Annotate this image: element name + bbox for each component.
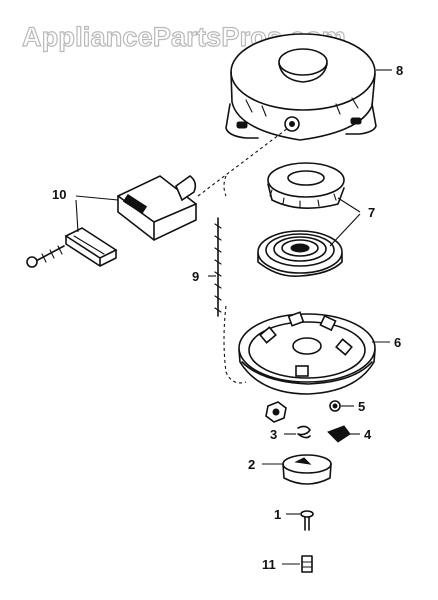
- callout-10: 10: [52, 187, 66, 202]
- starter-rope-part: [214, 217, 222, 317]
- retainer-cup-part: [282, 454, 332, 485]
- handle-insert-part: [64, 227, 118, 267]
- recoil-spring-part: [257, 230, 343, 278]
- callout-11: 11: [262, 557, 276, 572]
- pawl-spring-part: [297, 425, 311, 439]
- handle-screw-part: [26, 245, 65, 268]
- center-screw-part: [300, 510, 314, 531]
- spring-cup-part: [267, 162, 345, 209]
- callout-6: 6: [394, 335, 401, 350]
- callout-5: 5: [358, 399, 365, 414]
- callout-2: 2: [248, 457, 255, 472]
- rope-routing-line: [197, 127, 289, 384]
- bottom-bolt-part: [301, 555, 313, 573]
- callout-9: 9: [192, 269, 199, 284]
- starter-housing-part: [225, 33, 377, 141]
- pawl-part: [327, 425, 351, 443]
- hex-nut-part: [265, 401, 287, 423]
- callout-3: 3: [270, 427, 277, 442]
- callout-7: 7: [368, 205, 375, 220]
- callout-4: 4: [364, 427, 372, 442]
- callout-1: 1: [274, 507, 281, 522]
- starter-handle-part: [117, 175, 197, 241]
- pawl-nut-part: [329, 400, 341, 412]
- starter-pulley-part: [238, 311, 376, 395]
- callout-leaders: [75, 69, 392, 565]
- callout-8: 8: [396, 63, 403, 78]
